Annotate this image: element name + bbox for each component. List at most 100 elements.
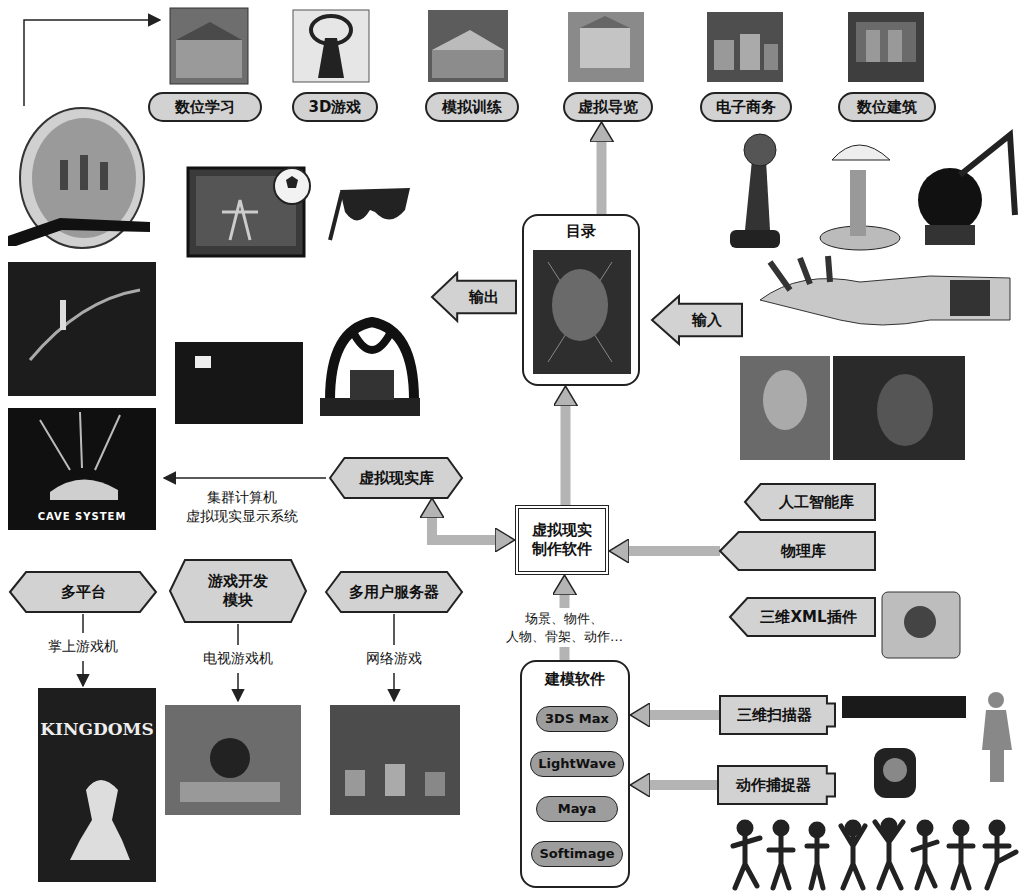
flow-arrow (432, 518, 495, 540)
flow-arrow (650, 710, 720, 720)
node-label: 输入 (692, 311, 722, 330)
thumbnail-detail (580, 28, 630, 68)
software-pill: LightWave (530, 751, 624, 777)
tv-display (188, 168, 304, 256)
flow-arrow (629, 546, 720, 556)
cave-car (50, 479, 118, 500)
joystick-stick (745, 160, 770, 230)
leader-line (237, 624, 239, 645)
screen-photo (8, 262, 156, 396)
network-game-detail (385, 764, 405, 796)
module-hexagon: 多用户服务器 (326, 572, 462, 612)
user-photo (740, 356, 830, 460)
software-pill: 3DS Max (536, 706, 618, 732)
node-label: 目录 (566, 222, 596, 241)
user-photo-detail (877, 374, 933, 446)
joystick-base (730, 230, 780, 248)
thumbnail-detail (740, 34, 760, 70)
hmd-frame (330, 322, 414, 400)
soccer-ball (274, 168, 310, 204)
hmd-frame (352, 330, 392, 350)
node-label: 数位学习 (175, 98, 235, 117)
hex-outline (10, 572, 156, 612)
thumbnail-detail (888, 30, 902, 62)
screen-photo-detail (30, 290, 140, 360)
node-label: 虚拟现实 制作软件 (528, 521, 596, 559)
platform-label: 网络游戏 (366, 649, 422, 668)
controller-grip (832, 145, 890, 160)
tag-outline (745, 484, 875, 520)
thumbnail-detail (580, 16, 630, 28)
dancer (841, 826, 865, 888)
tab-outline (720, 696, 835, 734)
arrowL-outline (652, 296, 742, 344)
node-label: LightWave (538, 756, 615, 772)
display-figure (80, 155, 88, 190)
device-tag: 动作捕捉器 (718, 766, 835, 804)
node-label: 模拟训练 (442, 98, 502, 117)
thumbnail-detail (176, 40, 242, 78)
thumbnail-detail (432, 30, 504, 50)
hmd-user-photo (533, 250, 631, 374)
thumbnail (293, 10, 369, 82)
library-tag: 三维XML插件 (730, 598, 875, 636)
node-label: 三维扫描器 (737, 706, 812, 725)
cave-photo-detail (40, 412, 120, 470)
thumbnail-detail (856, 22, 916, 62)
glove-fingers (770, 256, 830, 290)
dancer (807, 838, 827, 888)
dancer (985, 836, 1016, 888)
node-label: Maya (558, 801, 597, 817)
tag-outline (720, 532, 875, 570)
edge-label: 场景、物件、 人物、骨架、动作… (502, 608, 626, 647)
dancer (883, 820, 895, 832)
scanned-figure (982, 710, 1012, 782)
network-game-detail (425, 772, 445, 796)
module-hexagon: 虚拟现实库 (330, 458, 462, 498)
thumbnail-detail (432, 50, 504, 78)
module-hexagon: 多平台 (10, 572, 156, 612)
tv-figure (222, 200, 258, 240)
dancer (775, 822, 787, 834)
thumbnail (170, 8, 248, 84)
leader-line (393, 614, 395, 645)
software-pill: Softimage (531, 841, 623, 867)
io-arrow: 输出 (432, 273, 516, 321)
glasses-arm (330, 192, 342, 240)
application-pill: 3D游戏 (292, 92, 378, 122)
leader-line (82, 614, 84, 633)
library-tag: 物理库 (720, 532, 875, 570)
node-label: 电子商务 (716, 98, 776, 117)
display-system-label: 集群计算机 虚拟现实显示系统 (183, 488, 302, 526)
application-pill: 电子商务 (700, 92, 792, 122)
dark-photo (175, 342, 303, 424)
network-game-photo (330, 705, 460, 815)
user-photo-detail (763, 370, 807, 430)
cave-photo (8, 408, 156, 530)
node-label: 建模软件 (545, 670, 605, 689)
flow-arrow (561, 406, 571, 505)
content-box: 目录 (522, 214, 640, 386)
flow-arrow (650, 780, 718, 790)
arrowL-outline (432, 273, 516, 321)
application-pill: 数位学习 (148, 92, 262, 122)
modeling-container: 建模软件 3DS MaxLightWaveMayaSoftimage (520, 660, 630, 888)
console-game-photo (165, 705, 301, 815)
thumbnail (568, 12, 644, 82)
scanned-figure (988, 692, 1004, 708)
glove-unit (950, 280, 990, 316)
node-label: 物理库 (781, 542, 826, 561)
io-arrow: 输入 (652, 296, 742, 344)
dancer (769, 836, 793, 888)
dancer (913, 836, 937, 888)
node-label: 数位建筑 (857, 98, 917, 117)
haptic-base (925, 225, 975, 245)
thumbnail (707, 12, 783, 82)
soccer-ball-patch (286, 176, 298, 188)
network-game-detail (345, 770, 365, 796)
chess-piece (70, 780, 130, 860)
thumbnail-detail (318, 38, 344, 78)
node-label: 虚拟现实库 (359, 469, 434, 488)
